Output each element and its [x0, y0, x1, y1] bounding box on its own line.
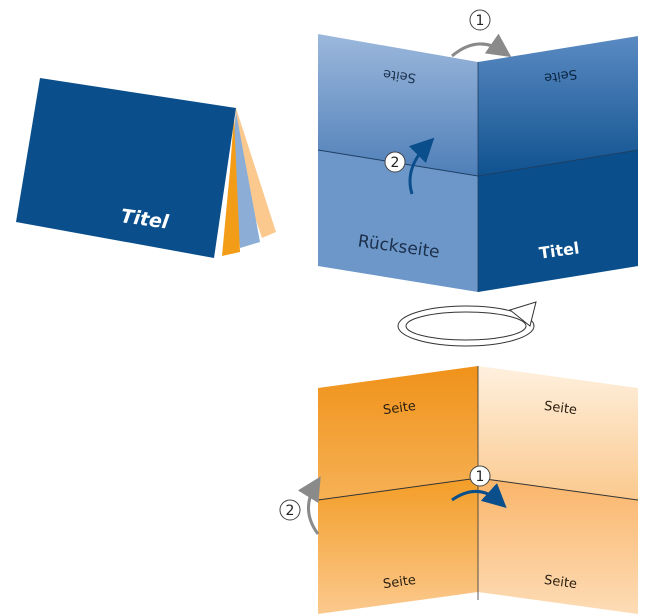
step-number-top: 1: [476, 13, 485, 29]
fold-arrow-icon: [451, 483, 507, 509]
step-badge-inner-center: [469, 465, 491, 487]
inner-panel-bottom-left: [318, 478, 478, 614]
card-back-page-orange: [222, 116, 240, 256]
inner-panel-top-right: [478, 366, 638, 500]
card-front-cover: [16, 78, 236, 258]
inner-top-right-label: Seite: [543, 399, 578, 418]
outer-sheet: Seite Seite Rückseite Titel 1 2: [317, 9, 639, 292]
fold-arrow-icon: [408, 137, 435, 195]
outer-panel-title: [478, 150, 638, 292]
card-back-page-blue: [232, 112, 260, 248]
outer-top-right-label: Seite: [543, 66, 578, 85]
card-back-page-pale: [232, 108, 276, 238]
fold-arrow-icon: [297, 476, 321, 535]
inner-panel-bottom-right: [478, 478, 638, 614]
step-number-outer: 2: [391, 155, 400, 171]
outer-panel-top-right: [478, 36, 638, 176]
inner-top-left-label: Seite: [382, 399, 417, 418]
inner-bottom-right-label: Seite: [543, 573, 578, 592]
inner-sheet: Seite Seite Seite Seite 1 2: [279, 366, 639, 614]
outer-panel-back: [318, 150, 478, 292]
step-badge-outer: [384, 151, 406, 173]
step-number-inner-left: 2: [286, 503, 295, 519]
outer-top-left-label: Seite: [382, 66, 417, 85]
step-badge-top: [469, 9, 491, 31]
closed-card: Titel: [16, 78, 276, 258]
rotate-arrow-icon: [393, 297, 538, 351]
inner-bottom-left-label: Seite: [382, 573, 417, 592]
step-number-inner-center: 1: [476, 469, 485, 485]
inner-panel-top-left: [318, 366, 478, 500]
fold-arrow-icon: [451, 33, 512, 58]
step-badge-inner-left: [279, 499, 301, 521]
outer-panel-top-left: [318, 34, 478, 176]
